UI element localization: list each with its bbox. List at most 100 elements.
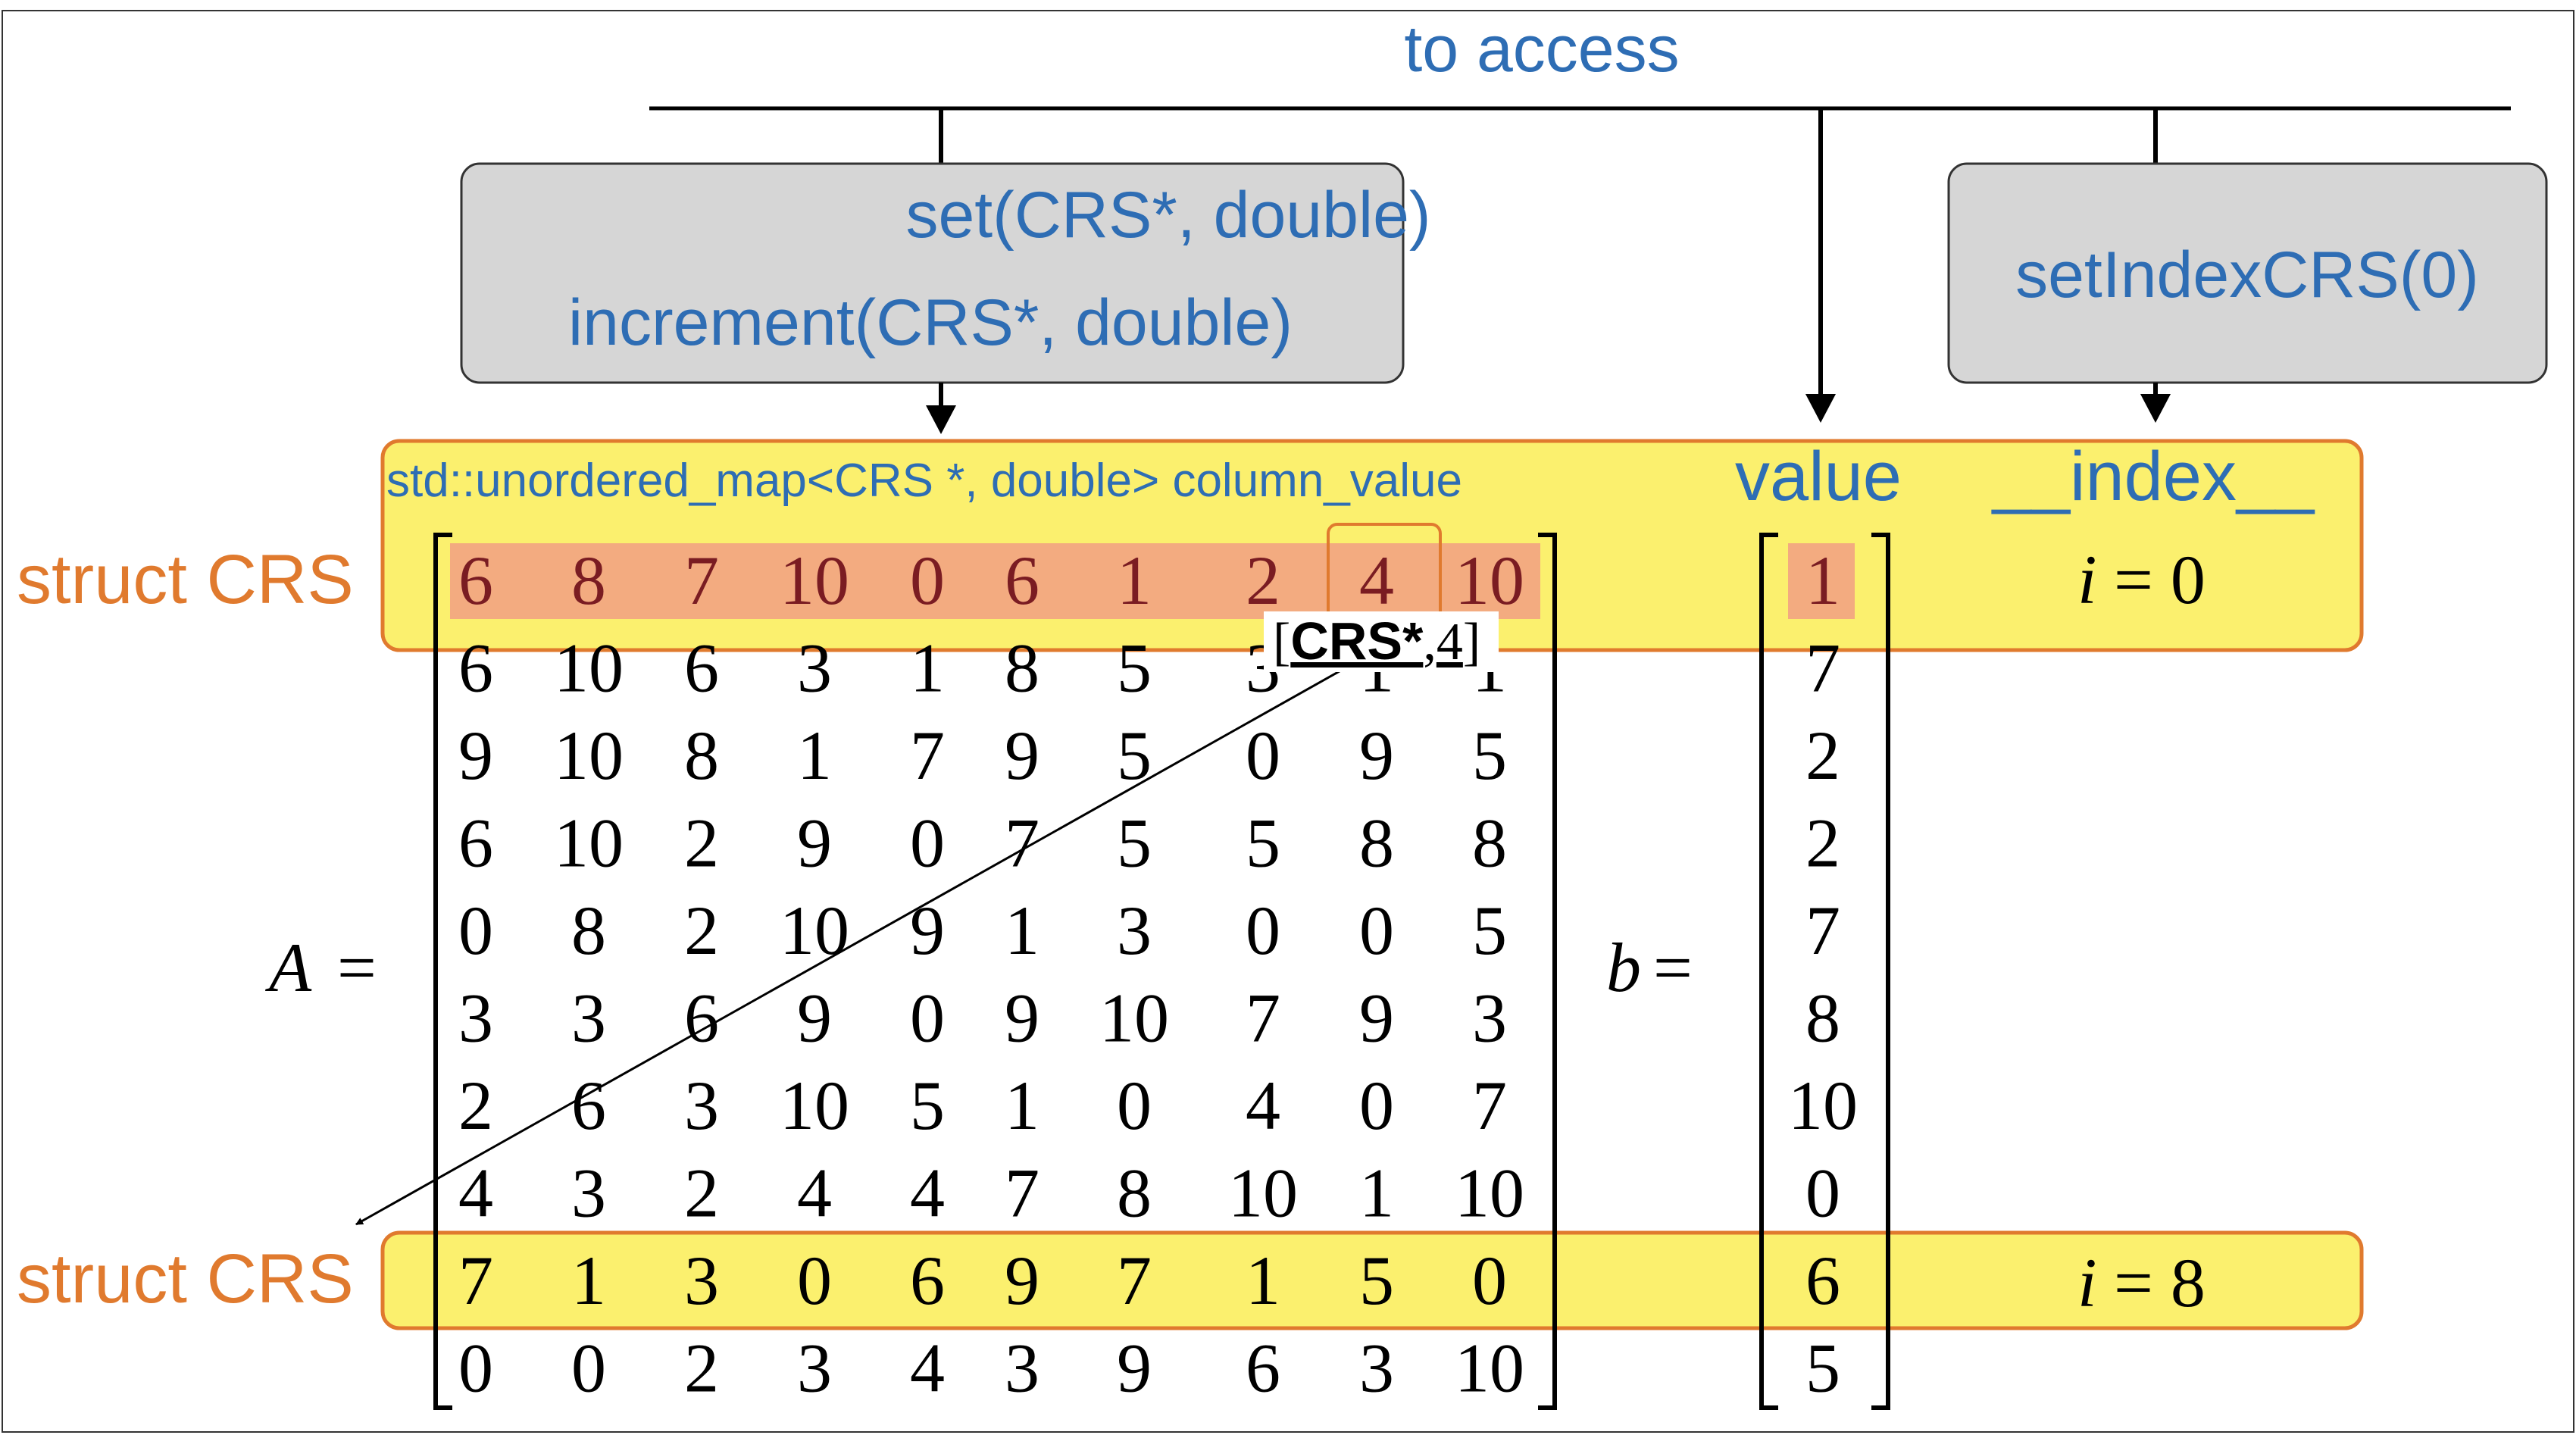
matrix-a-cell-r6-c0: 2 bbox=[458, 1067, 493, 1144]
column-value-map-label: std::unordered_map<CRS *, double> column… bbox=[386, 455, 1462, 507]
matrix-a-cell-r7-c5: 7 bbox=[1005, 1155, 1039, 1232]
vector-b-cell-6: 10 bbox=[1788, 1067, 1858, 1144]
matrix-a-cell-r3-c8: 8 bbox=[1359, 805, 1394, 882]
callout-pointer: CRS* bbox=[1290, 611, 1424, 671]
vector-b-equals: = bbox=[1653, 929, 1693, 1006]
matrix-a-cell-r4-c3: 10 bbox=[780, 892, 849, 969]
matrix-a-cell-r9-c5: 3 bbox=[1005, 1330, 1039, 1407]
matrix-a-cell-r5-c3: 9 bbox=[797, 980, 832, 1057]
matrix-a-cell-r8-c5: 9 bbox=[1005, 1242, 1039, 1319]
matrix-a-cell-r8-c3: 0 bbox=[797, 1242, 832, 1319]
matrix-a-cell-r3-c1: 10 bbox=[554, 805, 624, 882]
row0-salmon-highlight bbox=[450, 543, 1540, 619]
vector-b-symbol: b bbox=[1606, 929, 1641, 1006]
matrix-a-cell-r5-c9: 3 bbox=[1472, 980, 1507, 1057]
matrix-a-cell-r0-c0: 6 bbox=[458, 542, 493, 619]
matrix-a-cell-r0-c1: 8 bbox=[571, 542, 606, 619]
matrix-a-cell-r5-c0: 3 bbox=[458, 980, 493, 1057]
vector-b-cell-7: 0 bbox=[1805, 1155, 1840, 1232]
matrix-a-cell-r5-c6: 10 bbox=[1099, 980, 1169, 1057]
matrix-a-cell-r9-c1: 0 bbox=[571, 1330, 606, 1407]
matrix-a-cell-r8-c9: 0 bbox=[1472, 1242, 1507, 1319]
matrix-a-cell-r7-c6: 8 bbox=[1117, 1155, 1152, 1232]
index-label: __index__ bbox=[1991, 438, 2315, 515]
matrix-a-cell-r7-c7: 10 bbox=[1228, 1155, 1298, 1232]
matrix-a-cell-r7-c2: 2 bbox=[684, 1155, 719, 1232]
callout-column-index: 4 bbox=[1436, 613, 1463, 671]
matrix-a-cell-r2-c5: 9 bbox=[1005, 717, 1039, 794]
callout-close: ] bbox=[1463, 613, 1480, 671]
matrix-a-symbol: A bbox=[264, 929, 312, 1006]
matrix-a-cell-r1-c0: 6 bbox=[458, 630, 493, 707]
matrix-a-cell-r8-c1: 1 bbox=[571, 1242, 606, 1319]
vector-b-cell-5: 8 bbox=[1805, 980, 1840, 1057]
matrix-a-cell-r9-c2: 2 bbox=[684, 1330, 719, 1407]
set-index-label: setIndexCRS(0) bbox=[2015, 239, 2479, 311]
callout-sep: , bbox=[1423, 613, 1436, 671]
matrix-a-cell-r6-c2: 3 bbox=[684, 1067, 719, 1144]
matrix-a-cell-r2-c6: 5 bbox=[1117, 717, 1152, 794]
matrix-a-cell-r7-c9: 10 bbox=[1455, 1155, 1524, 1232]
matrix-a-cell-r0-c4: 0 bbox=[910, 542, 945, 619]
matrix-a-cell-r5-c7: 7 bbox=[1246, 980, 1280, 1057]
matrix-a-cell-r5-c1: 3 bbox=[571, 980, 606, 1057]
to-access-label: to access bbox=[1404, 13, 1679, 86]
vector-b-cell-0: 1 bbox=[1805, 542, 1840, 619]
value-label: value bbox=[1735, 438, 1902, 515]
matrix-a-cell-r7-c4: 4 bbox=[910, 1155, 945, 1232]
matrix-a-cell-r6-c3: 10 bbox=[780, 1067, 849, 1144]
index-i-var-top: i bbox=[2077, 541, 2097, 618]
set-function-label: set(CRS*, double) bbox=[905, 179, 1430, 252]
outer-frame bbox=[2, 10, 2574, 1433]
arrowhead-functions bbox=[926, 405, 956, 434]
matrix-a-cell-r3-c3: 9 bbox=[797, 805, 832, 882]
matrix-a-cell-r0-c9: 10 bbox=[1455, 542, 1524, 619]
arrowhead-value bbox=[1805, 394, 1836, 423]
matrix-a-cell-r3-c4: 0 bbox=[910, 805, 945, 882]
callout-open: [ bbox=[1273, 613, 1290, 671]
struct-crs-label-bottom: struct CRS bbox=[17, 1240, 354, 1318]
arrowhead-index bbox=[2140, 394, 2171, 423]
matrix-a-cell-r4-c7: 0 bbox=[1246, 892, 1280, 969]
matrix-a-cell-r7-c1: 3 bbox=[571, 1155, 606, 1232]
index-i-value-top: = 0 bbox=[2114, 541, 2206, 618]
b0-salmon-highlight bbox=[1788, 543, 1855, 619]
matrix-a-cell-r2-c9: 5 bbox=[1472, 717, 1507, 794]
matrix-a-cell-r4-c1: 8 bbox=[571, 892, 606, 969]
matrix-a-cell-r0-c2: 7 bbox=[684, 542, 719, 619]
matrix-a-cell-r3-c2: 2 bbox=[684, 805, 719, 882]
vector-b-right-bracket bbox=[1871, 533, 1890, 1410]
matrix-a-cell-r5-c2: 6 bbox=[684, 980, 719, 1057]
matrix-a-cell-r0-c6: 1 bbox=[1117, 542, 1152, 619]
matrix-a-cell-r7-c3: 4 bbox=[797, 1155, 832, 1232]
matrix-a-cell-r2-c8: 9 bbox=[1359, 717, 1394, 794]
vector-b-cell-2: 2 bbox=[1805, 717, 1840, 794]
matrix-a-cell-r1-c2: 6 bbox=[684, 630, 719, 707]
matrix-a-cell-r4-c8: 0 bbox=[1359, 892, 1394, 969]
matrix-a-cell-r9-c0: 0 bbox=[458, 1330, 493, 1407]
matrix-a-cell-r4-c0: 0 bbox=[458, 892, 493, 969]
matrix-a-cell-r2-c2: 8 bbox=[684, 717, 719, 794]
matrix-a-cell-r3-c7: 5 bbox=[1246, 805, 1280, 882]
matrix-a-right-bracket bbox=[1538, 533, 1557, 1410]
matrix-a-cell-r1-c3: 3 bbox=[797, 630, 832, 707]
matrix-a-cell-r8-c7: 1 bbox=[1246, 1242, 1280, 1319]
callout-pointer-arrow bbox=[355, 667, 1346, 1226]
matrix-a-cell-r0-c7: 2 bbox=[1246, 542, 1280, 619]
matrix-a-cell-r9-c8: 3 bbox=[1359, 1330, 1394, 1407]
matrix-a-cell-r9-c3: 3 bbox=[797, 1330, 832, 1407]
matrix-a-cell-r7-c0: 4 bbox=[458, 1155, 493, 1232]
callout-box bbox=[1264, 611, 1499, 672]
vector-b-cell-1: 7 bbox=[1805, 630, 1840, 707]
matrix-a-cell-r6-c6: 0 bbox=[1117, 1067, 1152, 1144]
matrix-a-cell-r5-c8: 9 bbox=[1359, 980, 1394, 1057]
matrix-a-cell-r3-c9: 8 bbox=[1472, 805, 1507, 882]
matrix-a-cell-r7-c8: 1 bbox=[1359, 1155, 1394, 1232]
matrix-a-cell-r2-c0: 9 bbox=[458, 717, 493, 794]
matrix-a-cell-r0-c3: 10 bbox=[780, 542, 849, 619]
matrix-a-cell-r2-c7: 0 bbox=[1246, 717, 1280, 794]
matrix-a-cell-r6-c8: 0 bbox=[1359, 1067, 1394, 1144]
matrix-a-cell-r8-c2: 3 bbox=[684, 1242, 719, 1319]
